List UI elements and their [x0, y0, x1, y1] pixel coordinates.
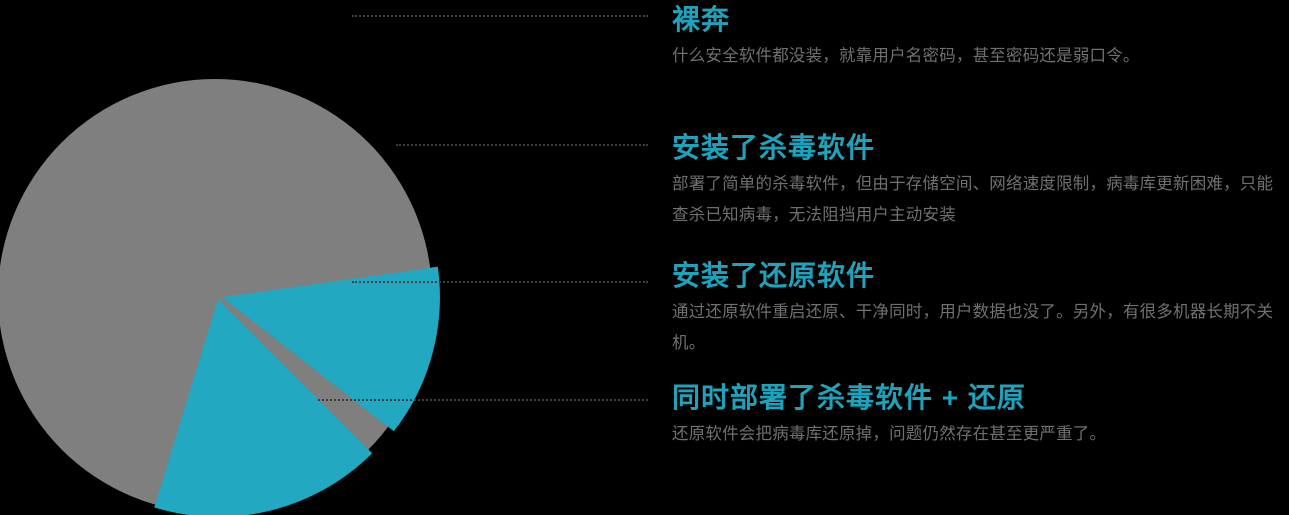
legend-desc-4: 还原软件会把病毒库还原掉，问题仍然存在甚至更严重了。	[672, 424, 1107, 443]
leader-line-1	[352, 15, 648, 17]
legend-item-1[interactable]: 裸奔 什么安全软件都没装，就靠用户名密码，甚至密码还是弱口令。	[672, 2, 1289, 72]
legend-desc-1: 什么安全软件都没装，就靠用户名密码，甚至密码还是弱口令。	[672, 46, 1140, 65]
pie-slice-teal-lower[interactable]	[154, 299, 373, 515]
legend-title-3: 安装了还原软件	[672, 260, 876, 291]
legend-desc-3: 通过还原软件重启还原、干净同时，用户数据也没了。另外，有很多机器长期不关机。	[672, 302, 1274, 352]
pie-slice-teal-upper[interactable]	[222, 266, 440, 432]
legend-title-2: 安装了杀毒软件	[672, 132, 876, 163]
legend-title-4: 同时部署了杀毒软件 + 还原	[672, 382, 1026, 413]
legend-item-3[interactable]: 安装了还原软件 通过还原软件重启还原、干净同时，用户数据也没了。另外，有很多机器…	[672, 258, 1289, 358]
legend-desc-2: 部署了简单的杀毒软件，但由于存储空间、网络速度限制，病毒库更新困难，只能查杀已知…	[672, 174, 1274, 224]
legend-item-4[interactable]: 同时部署了杀毒软件 + 还原 还原软件会把病毒库还原掉，问题仍然存在甚至更严重了…	[672, 380, 1289, 450]
pie-chart	[0, 79, 440, 515]
legend-title-1: 裸奔	[672, 4, 731, 35]
legend: 裸奔 什么安全软件都没装，就靠用户名密码，甚至密码还是弱口令。 安装了杀毒软件 …	[672, 0, 1289, 515]
pie-slice-gray-base[interactable]	[0, 79, 432, 513]
leader-line-2	[396, 144, 648, 146]
leader-line-4	[318, 399, 648, 401]
leader-line-3	[352, 281, 648, 283]
pie-chart-svg	[0, 79, 440, 515]
legend-item-2[interactable]: 安装了杀毒软件 部署了简单的杀毒软件，但由于存储空间、网络速度限制，病毒库更新困…	[672, 130, 1289, 230]
